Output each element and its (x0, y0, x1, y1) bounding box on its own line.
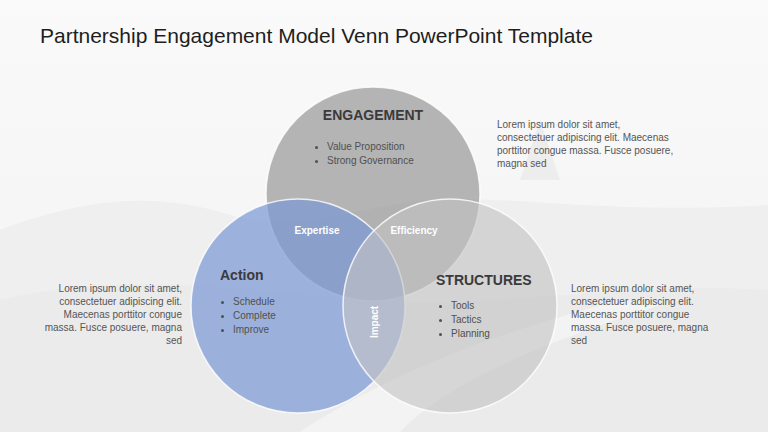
circle-fill (343, 199, 557, 413)
slide-title: Partnership Engagement Model Venn PowerP… (40, 24, 593, 48)
bullet-list: ToolsTacticsPlanning (437, 299, 490, 341)
side-note: Lorem ipsum dolor sit amet, consectetuer… (571, 282, 721, 347)
bullet-item: Tools (437, 299, 490, 313)
overlap-label: Expertise (294, 225, 339, 237)
circle-heading: ENGAGEMENT (266, 106, 480, 124)
bullet-item: Tactics (437, 313, 490, 327)
side-note: Lorem ipsum dolor sit amet, consectetuer… (497, 118, 677, 170)
overlap-label: Efficiency (390, 225, 437, 237)
circle-heading: Action (220, 266, 264, 284)
bullet-item: Planning (437, 327, 490, 341)
bullet-list: Value PropositionStrong Governance (313, 140, 414, 168)
bullet-list: ScheduleCompleteImprove (219, 295, 276, 337)
bullet-item: Strong Governance (313, 154, 414, 168)
bullet-item: Value Proposition (313, 140, 414, 154)
bullet-item: Improve (219, 323, 276, 337)
bullet-item: Schedule (219, 295, 276, 309)
bullet-item: Complete (219, 309, 276, 323)
side-note: Lorem ipsum dolor sit amet, consectetuer… (40, 282, 182, 347)
circle-heading: STRUCTURES (436, 271, 532, 289)
overlap-label: Impact (369, 306, 381, 338)
